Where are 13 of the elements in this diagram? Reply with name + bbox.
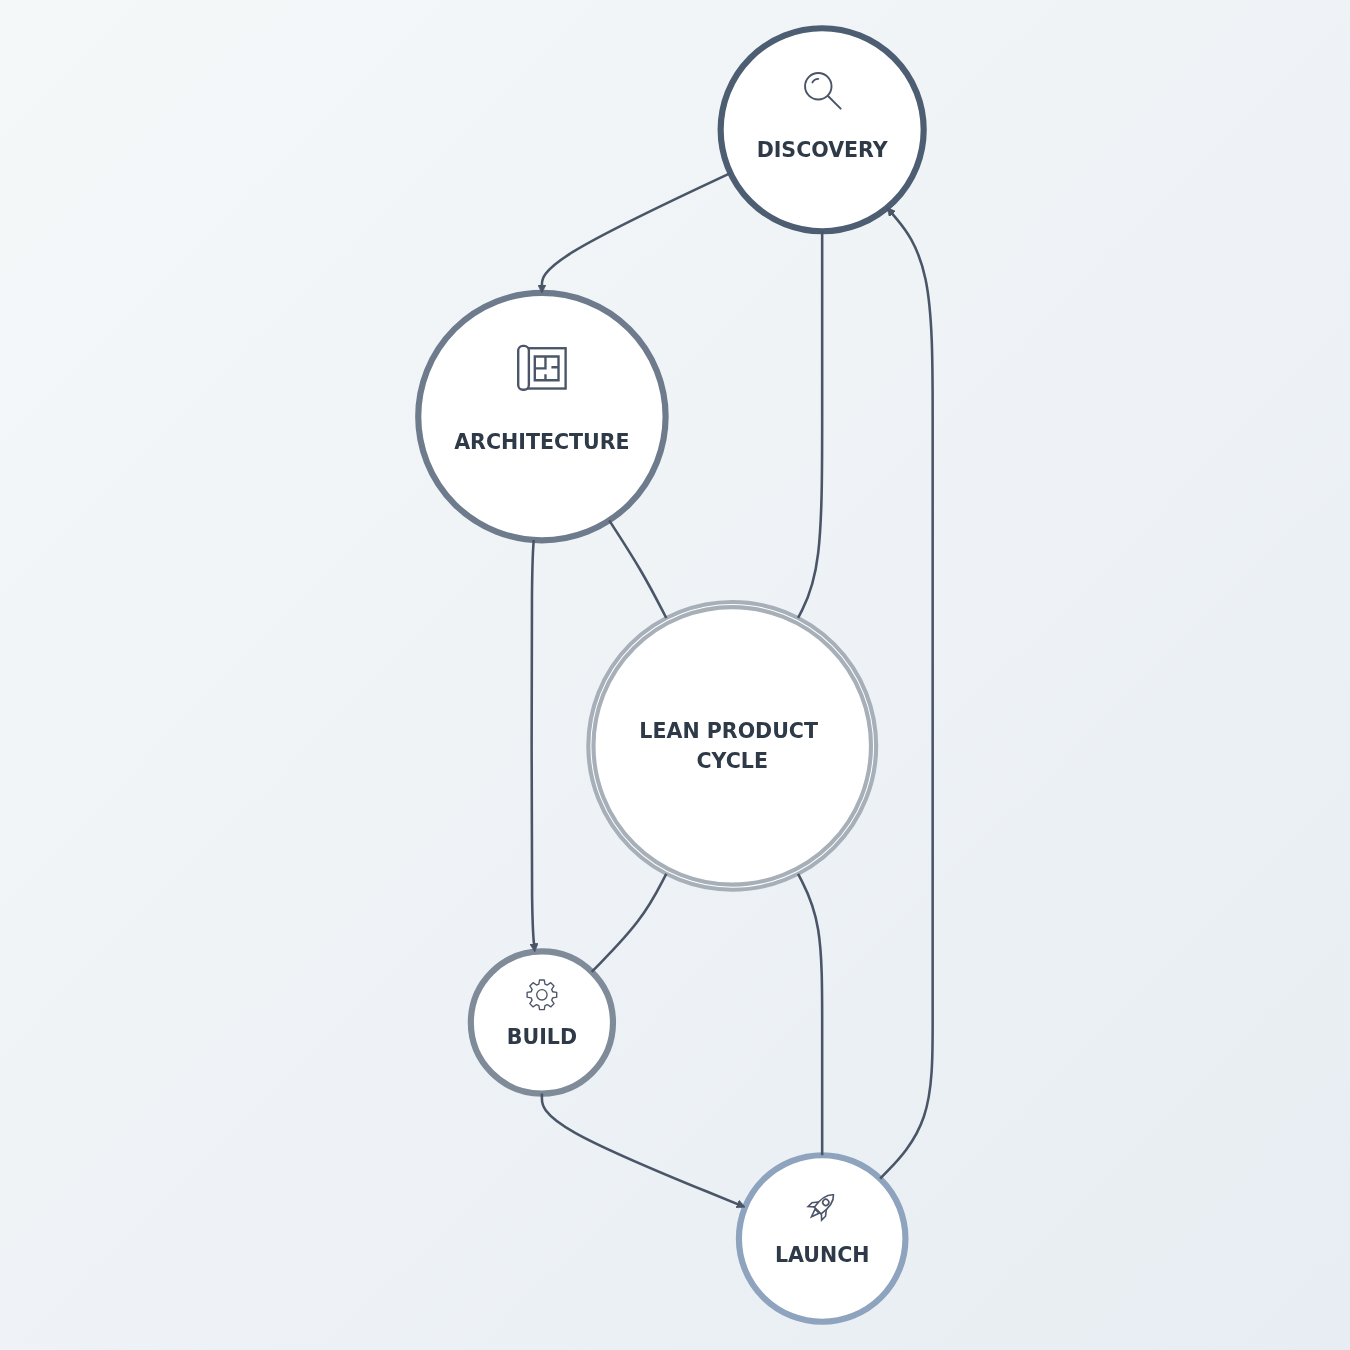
connector — [796, 873, 823, 1156]
node-circle: DISCOVERY — [717, 25, 927, 235]
node-circle: LEAN PRODUCT CYCLE — [585, 599, 878, 892]
connector — [796, 231, 823, 619]
connector — [590, 873, 667, 973]
node-circle: BUILD — [467, 948, 616, 1097]
arrow — [878, 207, 934, 1180]
node-circle: ARCHITECTURE — [414, 289, 669, 544]
node-circle: LAUNCH — [735, 1152, 909, 1325]
arrow — [536, 171, 731, 294]
connector — [607, 519, 667, 619]
arrow — [529, 539, 538, 953]
arrow — [540, 1093, 745, 1209]
